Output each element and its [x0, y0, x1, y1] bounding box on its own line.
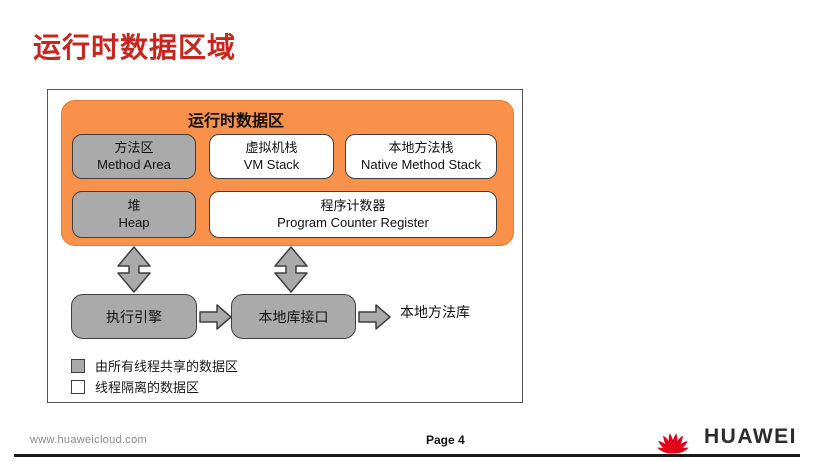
right-arrow-icon: [199, 304, 232, 330]
native-interface-box: 本地库接口: [231, 294, 356, 339]
runtime-area-title: 运行时数据区: [187, 113, 284, 130]
execution-engine-label: 执行引擎: [106, 308, 162, 325]
pc-register-zh: 程序计数器: [320, 197, 386, 213]
legend-isolated-label: 线程隔离的数据区: [95, 380, 200, 395]
updown-arrow-icon: [274, 246, 308, 293]
execution-engine-box: 执行引擎: [71, 294, 197, 339]
slide-bottom-bar: [14, 454, 800, 457]
legend-isolated-row: 线程隔离的数据区: [71, 377, 199, 396]
native-method-stack-box: 本地方法栈 Native Method Stack: [345, 134, 497, 179]
isolated-swatch-icon: [71, 379, 85, 394]
pc-register-en: Program Counter Register: [277, 214, 429, 230]
native-method-stack-en: Native Method Stack: [361, 156, 481, 172]
right-arrow-icon: [358, 304, 391, 330]
jvm-diagram-frame: 运行时数据区 方法区 Method Area 虚拟机栈 VM Stack 本地方…: [47, 89, 523, 403]
legend-shared-row: 由所有线程共享的数据区: [71, 356, 238, 375]
huawei-wordmark: HUAWEI: [704, 425, 797, 448]
vm-stack-box: 虚拟机栈 VM Stack: [209, 134, 334, 179]
native-method-stack-zh: 本地方法栈: [388, 139, 454, 155]
heap-zh: 堆: [127, 197, 141, 213]
heap-en: Heap: [118, 214, 150, 230]
method-area-en: Method Area: [97, 156, 171, 172]
huawei-logo: HUAWEI: [650, 419, 797, 455]
vm-stack-zh: 虚拟机栈: [245, 139, 298, 155]
heap-box: 堆 Heap: [72, 191, 196, 238]
huawei-flower-icon: [656, 432, 690, 455]
footer-url: www.huaweicloud.com: [30, 434, 147, 446]
page-number: Page 4: [426, 433, 465, 447]
page-title: 运行时数据区域: [33, 32, 237, 63]
shared-swatch-icon: [71, 358, 85, 373]
method-area-zh: 方法区: [114, 139, 154, 155]
updown-arrow-icon: [117, 246, 151, 293]
method-area-box: 方法区 Method Area: [72, 134, 196, 179]
runtime-data-area: 运行时数据区 方法区 Method Area 虚拟机栈 VM Stack 本地方…: [61, 100, 514, 246]
native-library-label: 本地方法库: [400, 304, 470, 320]
legend-shared-label: 由所有线程共享的数据区: [95, 359, 239, 374]
vm-stack-en: VM Stack: [243, 156, 300, 172]
pc-register-box: 程序计数器 Program Counter Register: [209, 191, 497, 238]
native-interface-label: 本地库接口: [258, 308, 329, 325]
